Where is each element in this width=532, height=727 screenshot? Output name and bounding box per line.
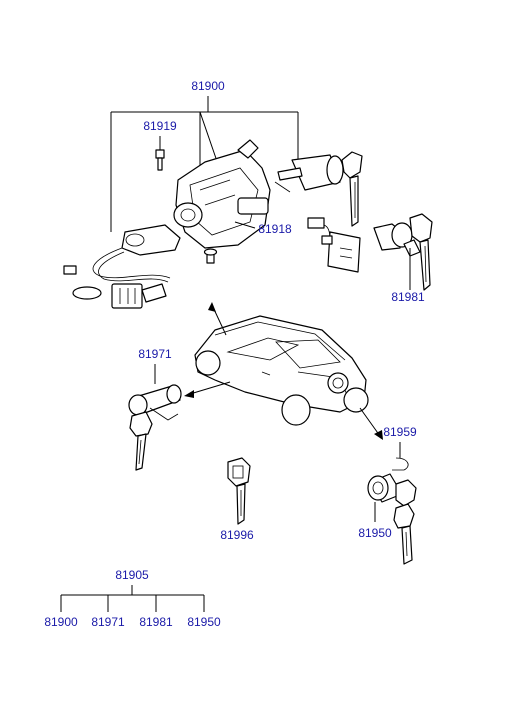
tree-child-label[interactable]: 81900 <box>44 615 78 629</box>
label-81981[interactable]: 81981 <box>391 290 425 304</box>
tailgate-lock-drawing <box>373 213 433 291</box>
wiring-harness-drawing <box>63 224 181 309</box>
label-81996[interactable]: 81996 <box>220 528 254 542</box>
label-81971-center[interactable]: 81971 <box>138 347 172 361</box>
trunk-lock-group: 81959 81950 <box>358 425 417 565</box>
label-81919[interactable]: 81919 <box>143 119 177 133</box>
switch-connector-drawing <box>307 217 361 273</box>
arrows <box>184 302 383 440</box>
label-81918[interactable]: 81918 <box>258 222 292 236</box>
kit-tree: 81905 81900 81971 81981 81950 <box>44 568 221 629</box>
label-81900-top[interactable]: 81900 <box>191 79 225 93</box>
label-81959[interactable]: 81959 <box>383 425 417 439</box>
tree-child-label[interactable]: 81971 <box>91 615 125 629</box>
vehicle-drawing <box>194 315 369 426</box>
blank-key-group: 81996 <box>220 457 254 542</box>
tree-child-label[interactable]: 81981 <box>139 615 173 629</box>
ignition-cylinder-drawing <box>274 151 363 227</box>
label-81950-center[interactable]: 81950 <box>358 526 392 540</box>
ignition-assembly-group: 81900 81919 <box>63 79 433 309</box>
ignition-housing-drawing <box>173 139 271 249</box>
bolt-81919-drawing <box>155 149 165 171</box>
door-lock-group: 81971 <box>128 347 182 471</box>
leader-81900 <box>110 96 299 232</box>
screw-drawing <box>203 248 218 264</box>
tree-child-label[interactable]: 81950 <box>187 615 221 629</box>
tree-root-label[interactable]: 81905 <box>115 568 149 582</box>
